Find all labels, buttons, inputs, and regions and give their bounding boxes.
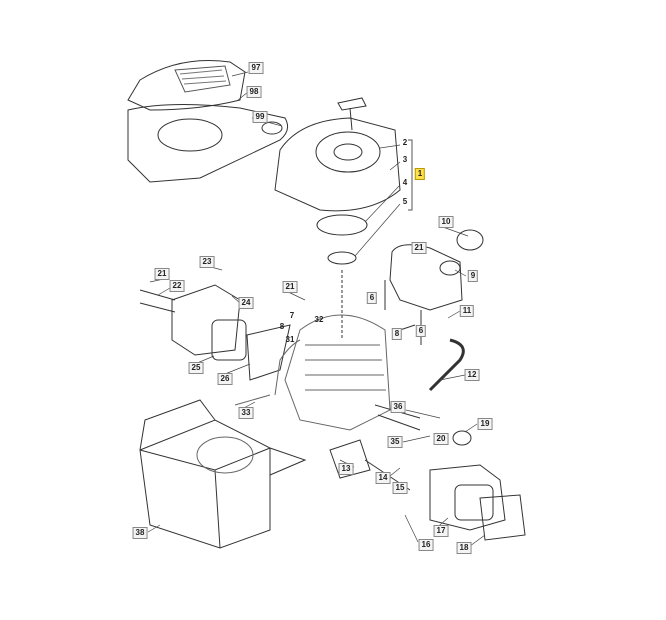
callout-5[interactable]: 5 xyxy=(402,197,408,206)
callout-98[interactable]: 98 xyxy=(246,86,262,98)
callout-18[interactable]: 18 xyxy=(456,542,472,554)
callout-22[interactable]: 22 xyxy=(169,280,185,292)
callout-11[interactable]: 11 xyxy=(459,305,475,317)
callout-6[interactable]: 6 xyxy=(415,325,427,337)
callout-26[interactable]: 26 xyxy=(217,373,233,385)
callout-97[interactable]: 97 xyxy=(248,62,264,74)
callout-21[interactable]: 21 xyxy=(154,268,170,280)
engine-shroud-drawing xyxy=(127,59,289,183)
callout-4[interactable]: 4 xyxy=(402,178,408,187)
shipping-box-drawing xyxy=(139,399,307,549)
callout-8[interactable]: 8 xyxy=(391,328,403,340)
callout-1-highlighted[interactable]: 1 xyxy=(414,168,426,180)
callout-19[interactable]: 19 xyxy=(477,418,493,430)
callout-25[interactable]: 25 xyxy=(188,362,204,374)
callout-21[interactable]: 21 xyxy=(282,281,298,293)
callout-10[interactable]: 10 xyxy=(438,216,454,228)
callout-2[interactable]: 2 xyxy=(402,138,408,147)
callout-8[interactable]: 8 xyxy=(279,322,285,331)
callout-12[interactable]: 12 xyxy=(464,369,480,381)
recoil-starter-drawing xyxy=(274,97,413,340)
callout-15[interactable]: 15 xyxy=(392,482,408,494)
callout-20[interactable]: 20 xyxy=(433,433,449,445)
callout-23[interactable]: 23 xyxy=(199,256,215,268)
callout-3[interactable]: 3 xyxy=(402,155,408,164)
callout-13[interactable]: 13 xyxy=(338,463,354,475)
engine-block-drawing xyxy=(234,314,391,431)
callout-6[interactable]: 6 xyxy=(366,292,378,304)
callout-35[interactable]: 35 xyxy=(387,436,403,448)
callout-17[interactable]: 17 xyxy=(433,525,449,537)
carburetor-airfilter-drawing xyxy=(329,404,526,541)
callout-33[interactable]: 33 xyxy=(238,407,254,419)
callout-9[interactable]: 9 xyxy=(467,270,479,282)
callout-38[interactable]: 38 xyxy=(132,527,148,539)
callout-36[interactable]: 36 xyxy=(390,401,406,413)
callout-14[interactable]: 14 xyxy=(375,472,391,484)
callout-16[interactable]: 16 xyxy=(418,539,434,551)
callout-31[interactable]: 31 xyxy=(285,335,295,344)
callout-21[interactable]: 21 xyxy=(411,242,427,254)
muffler-drawing xyxy=(139,284,291,381)
callout-7[interactable]: 7 xyxy=(289,311,295,320)
callout-32[interactable]: 32 xyxy=(314,315,324,324)
callout-99[interactable]: 99 xyxy=(252,111,268,123)
callout-24[interactable]: 24 xyxy=(238,297,254,309)
